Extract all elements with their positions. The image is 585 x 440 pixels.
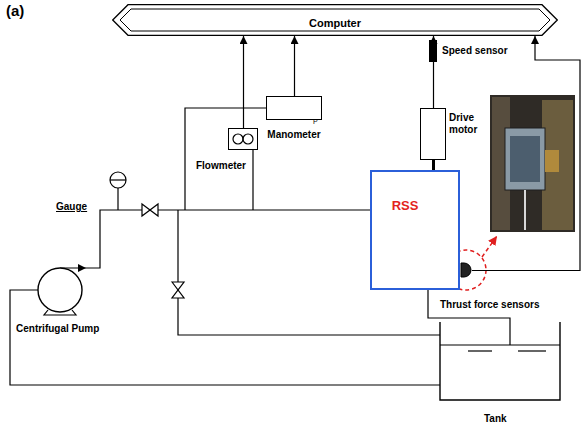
computer-inner-outline — [120, 9, 550, 31]
panel-label: (a) — [6, 2, 24, 20]
drive-motor-box-outline — [420, 108, 446, 160]
valve-symbol — [142, 204, 158, 216]
label-text: Centrifugal Pump — [16, 323, 99, 335]
thrust-sensor-symbol — [460, 262, 472, 278]
manometer-box-outline — [266, 96, 322, 120]
water-level — [440, 344, 560, 345]
signal-line — [243, 36, 244, 128]
drive-motor-box: Drive motor — [420, 108, 488, 160]
gauge-dial — [110, 179, 126, 180]
label-text: (a) — [6, 2, 24, 20]
water-ripple — [518, 350, 546, 351]
water-ripple — [468, 350, 492, 351]
signal-line — [472, 36, 580, 271]
pressure-tap-line — [185, 108, 266, 210]
supply-pipe — [60, 210, 370, 268]
text-holder: RSS — [370, 196, 440, 214]
photo-sensor-body — [505, 128, 545, 190]
node-text: Thrust force sensors — [440, 299, 539, 311]
tank-label: Tank — [484, 408, 507, 426]
node-text: Flowmeter — [196, 160, 246, 172]
rss-box: RSS — [370, 170, 460, 290]
text-holder: Thrust force sensors — [440, 294, 560, 312]
photo-sensor-face — [510, 136, 540, 182]
text-holder: Flowmeter — [178, 155, 246, 173]
label-text: Gauge — [56, 201, 87, 213]
flowmeter-box: Flowmeter — [228, 128, 258, 168]
pump-label: Centrifugal Pump — [16, 318, 99, 336]
pump-base — [44, 310, 76, 315]
gauge-stem — [117, 188, 118, 210]
node-text: Drive motor — [449, 112, 487, 136]
gauge-label: Gauge — [56, 196, 87, 214]
node-text: P — [313, 118, 318, 126]
sensor-photo — [490, 95, 575, 232]
drive-shaft — [432, 160, 435, 170]
label-text: Tank — [484, 413, 507, 425]
flow-arrow — [78, 264, 86, 272]
computer-outer-outline — [113, 5, 558, 36]
flowmeter-symbol — [228, 128, 258, 150]
gauge-symbol — [110, 172, 126, 188]
flowmeter-rotor — [243, 134, 253, 144]
text-holder: Drive motor — [449, 112, 487, 137]
manometer-box: P Manometer — [266, 96, 326, 138]
photo-brass-fitting — [545, 150, 559, 172]
sensor-label: Speed sensor — [442, 40, 508, 58]
tank-outline — [440, 322, 560, 400]
signal-line — [294, 36, 295, 96]
label-text: Speed sensor — [442, 45, 508, 57]
node-text: Manometer — [267, 129, 320, 141]
rss-box-outline — [370, 170, 460, 290]
computer-box: Computer — [112, 4, 558, 36]
text-holder: Computer — [112, 13, 558, 31]
callout-arrow — [482, 236, 497, 257]
flowmeter-rotor — [233, 134, 243, 144]
valve-symbol — [172, 282, 184, 298]
text-holder: P — [313, 110, 321, 128]
photo-ground — [490, 95, 575, 232]
node-text: Computer — [309, 17, 361, 30]
thrust-sensor-outline — [460, 262, 472, 278]
text-holder: Manometer — [262, 124, 326, 142]
node-text: RSS — [392, 198, 419, 214]
signal-line — [433, 36, 434, 108]
thrust-sensor-shape — [461, 263, 471, 277]
photo-background — [542, 100, 573, 230]
thrust-sensor: Thrust force sensors — [440, 258, 560, 308]
photo-cable — [524, 190, 526, 230]
pump-symbol — [38, 268, 82, 312]
flowmeter-tap-line — [252, 150, 253, 210]
flowmeter-box-outline — [228, 128, 258, 150]
